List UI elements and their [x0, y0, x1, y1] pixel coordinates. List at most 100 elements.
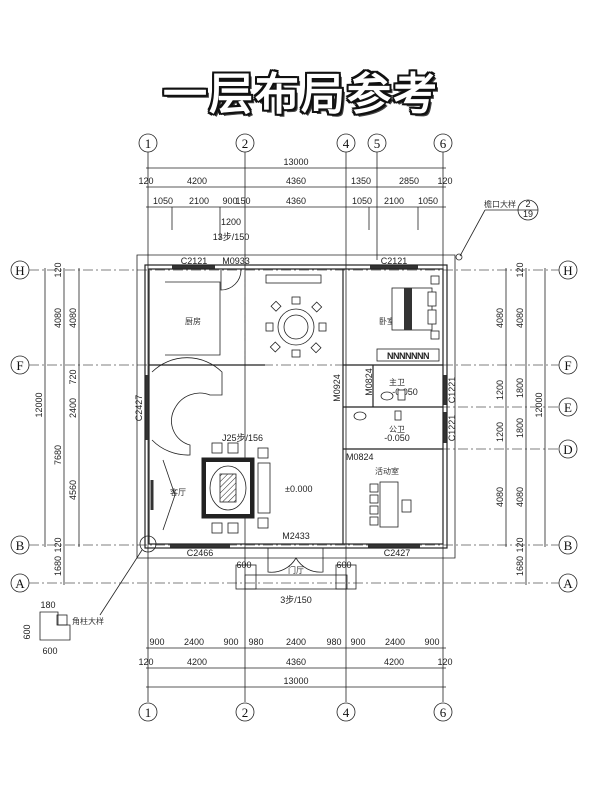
dim-wall: 600 — [236, 560, 251, 570]
dim-top: 4360 — [286, 196, 306, 206]
dim-right: 4080 — [515, 308, 525, 328]
window-label: C1221 — [447, 415, 457, 442]
eave-detail-label: 檐口大样 — [484, 199, 516, 209]
dim-bottom: 900 — [223, 637, 238, 647]
dim-bottom: 900 — [424, 637, 439, 647]
stair-step-note: 13步/150 — [213, 232, 250, 242]
dim-right: 4080 — [495, 308, 505, 328]
window-label: C2121 — [181, 256, 208, 266]
dim-right: 1200 — [495, 422, 505, 442]
dim-top-total: 13000 — [283, 157, 308, 167]
axis-bubbles-top: 1 2 4 5 6 — [138, 133, 453, 153]
bed — [391, 275, 440, 340]
axis-label-1-bottom: 1 — [145, 705, 152, 720]
room-label-bedroom: 卧室 — [379, 316, 395, 326]
svg-text:NNNNNNN: NNNNNNN — [387, 351, 429, 361]
dim-top: 4200 — [187, 176, 207, 186]
window-label: C2121 — [381, 256, 408, 266]
axis-label-h: H — [15, 263, 24, 278]
spiral-staircase — [151, 357, 223, 456]
dim-top: 2850 — [399, 176, 419, 186]
wardrobe — [376, 348, 440, 362]
dim-top: 1050 — [153, 196, 173, 206]
front-steps — [244, 574, 348, 590]
toilet-public — [394, 410, 402, 421]
axis-label-5: 5 — [374, 136, 381, 151]
kitchen-counter — [165, 281, 221, 356]
dim-bottom: 2400 — [184, 637, 204, 647]
dim-left: 7680 — [53, 445, 63, 465]
dim-left: 12000 — [34, 392, 44, 417]
dim-right: 120 — [515, 537, 525, 552]
dim-left: 4080 — [53, 308, 63, 328]
axis-label-2-bottom: 2 — [242, 705, 249, 720]
corner-column-detail — [39, 611, 71, 641]
dim-stair-width: 1200 — [221, 217, 241, 227]
axis-label-1: 1 — [145, 136, 152, 151]
toilet-master — [397, 389, 406, 401]
door-label-main: M2433 — [282, 531, 310, 541]
axis-bubbles-bottom: 1 2 4 6 — [138, 702, 453, 722]
dim-left: 120 — [53, 262, 63, 277]
dim-bottom: 120 — [437, 657, 452, 667]
stair-spiral-note: J25步/156 — [222, 433, 263, 443]
dim-top: 1050 — [352, 196, 372, 206]
room-label-porch: 门厅 — [288, 565, 304, 575]
dim-right: 4080 — [515, 487, 525, 507]
sink-master — [380, 391, 394, 401]
dim-top: 120 — [138, 176, 153, 186]
axis-label-a: A — [15, 576, 25, 591]
axis-label-f: F — [16, 358, 23, 373]
door-label: M0824 — [364, 368, 374, 396]
dim-top: 2100 — [189, 196, 209, 206]
dim-bottom: 900 — [350, 637, 365, 647]
dim-bottom: 980 — [326, 637, 341, 647]
dim-bottom: 900 — [149, 637, 164, 647]
dim-top: 120 — [437, 176, 452, 186]
axis-label-d-right: D — [563, 442, 572, 457]
dim-bottom: 980 — [248, 637, 263, 647]
axis-label-4: 4 — [343, 136, 350, 151]
dim-right: 1200 — [495, 380, 505, 400]
door-label: M0924 — [332, 374, 342, 402]
roof-outline — [136, 254, 456, 559]
living-room-furniture — [201, 442, 271, 534]
axis-label-b: B — [16, 538, 25, 553]
corner-detail-label: 角柱大样 — [72, 616, 104, 626]
dim-right: 4080 — [495, 487, 505, 507]
axis-label-6-bottom: 6 — [440, 705, 447, 720]
page-title: 一层布局参考 — [163, 69, 439, 120]
dining-table — [265, 296, 327, 358]
dim-bottom-row1: 900 2400 900 980 2400 980 900 2400 900 — [149, 637, 439, 647]
dim-left: 4080 — [68, 308, 78, 328]
corner-dim: 600 — [22, 624, 32, 639]
exterior-wall — [144, 264, 448, 549]
dim-top: 1350 — [351, 176, 371, 186]
axis-bubbles-left: H F B A — [10, 260, 30, 593]
door-label: M0824 — [346, 452, 374, 462]
front-steps-note: 3步/150 — [280, 595, 312, 605]
window-label: C1221 — [447, 377, 457, 404]
dim-right: 120 — [515, 262, 525, 277]
dim-bottom: 2400 — [286, 637, 306, 647]
dim-bottom: 4200 — [384, 657, 404, 667]
corner-dim: 180 — [40, 600, 55, 610]
dim-right: 1680 — [515, 556, 525, 576]
dim-wall: 600 — [336, 560, 351, 570]
dim-bottom: 4360 — [286, 657, 306, 667]
detail-ref-den: 19 — [523, 209, 533, 219]
window-label: C2427 — [134, 395, 144, 422]
detail-ref-num: 2 — [525, 199, 530, 209]
dim-top: 4360 — [286, 176, 306, 186]
elevation-floor: ±0.000 — [285, 484, 312, 494]
sink-public — [353, 411, 367, 421]
window-label: C2427 — [384, 548, 411, 558]
dim-top: 150 — [235, 196, 250, 206]
axis-label-e-right: E — [564, 400, 572, 415]
dim-bottom: 2400 — [385, 637, 405, 647]
room-label-living: 客厅 — [170, 487, 186, 497]
axis-label-b-right: B — [564, 538, 573, 553]
main-door-swing — [267, 548, 324, 573]
dim-right: 12000 — [534, 392, 544, 417]
